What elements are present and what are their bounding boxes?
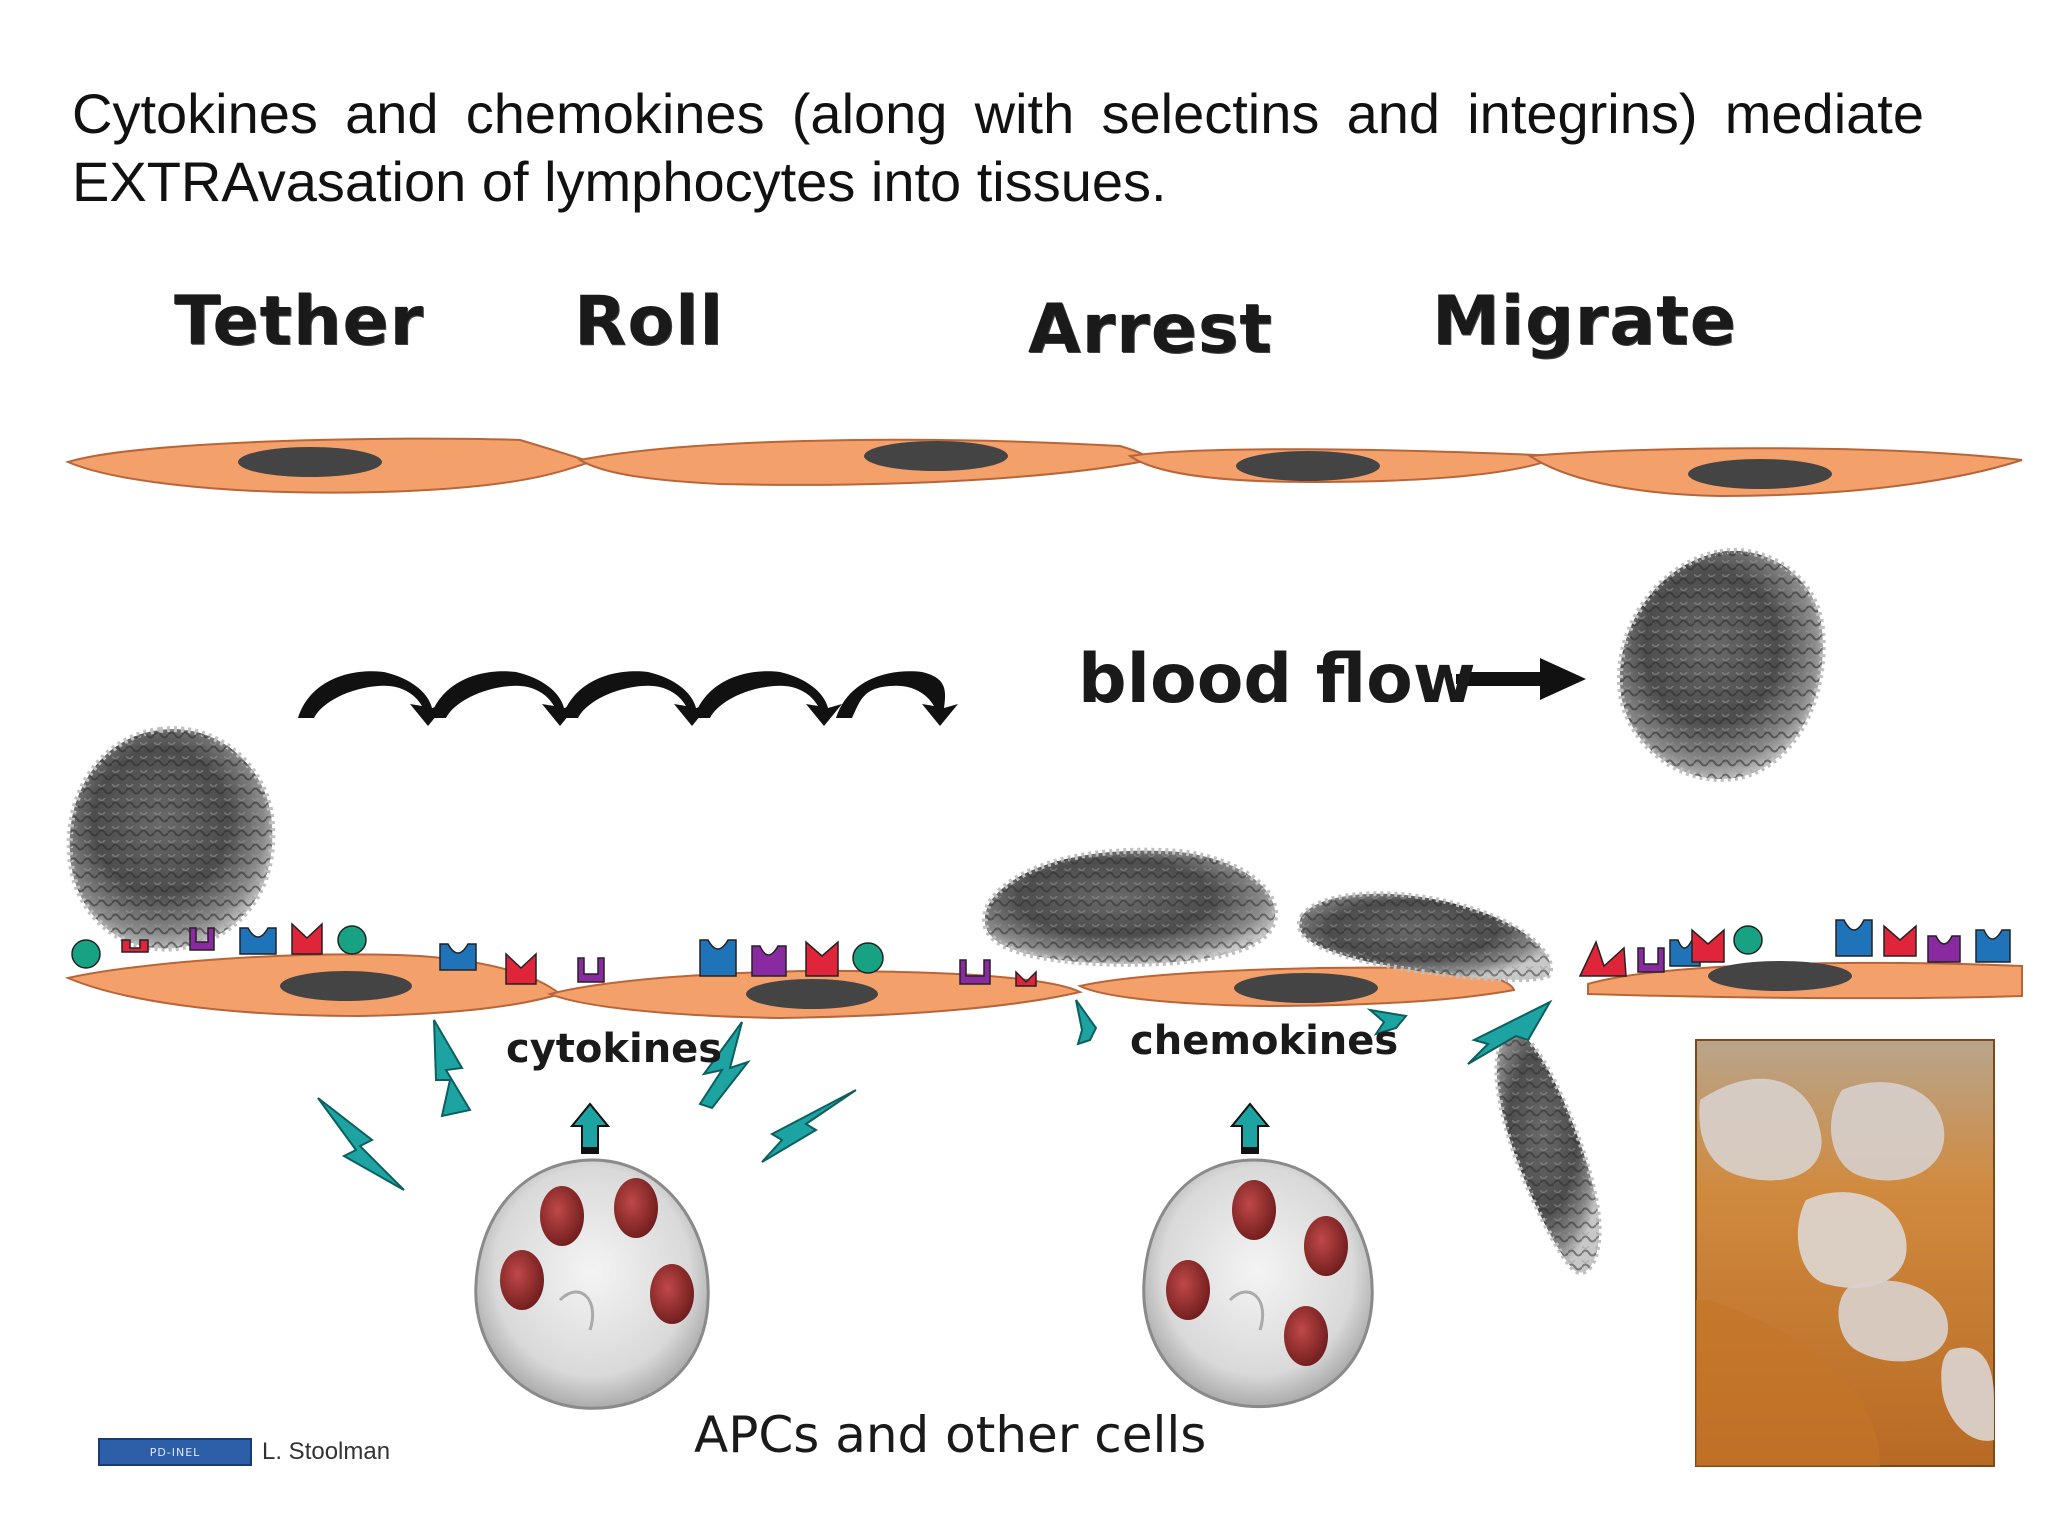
nucleus (238, 447, 382, 477)
micrograph-photo (1695, 1039, 1995, 1467)
nucleus (1236, 451, 1380, 481)
nucleus (864, 441, 1008, 471)
credit-author: L. Stoolman (262, 1438, 391, 1465)
secretion-arrows (569, 1102, 1271, 1154)
nucleus (746, 979, 878, 1009)
lymphocyte-tethering (66, 726, 276, 952)
lymphocyte-floating (1616, 547, 1826, 782)
stage-label-roll: Roll (574, 282, 724, 361)
nucleus (280, 971, 412, 1001)
slide-heading: Cytokines and chemokines (along with sel… (72, 82, 1924, 213)
nucleus (1708, 961, 1852, 991)
lymphocyte-migrating (1494, 1027, 1602, 1275)
top-endothelium (65, 437, 2023, 498)
apc-cell-right (1142, 1158, 1374, 1409)
stage-label-migrate: Migrate (1432, 282, 1737, 361)
apc-label: APCs and other cells (694, 1406, 1207, 1464)
stage-label-tether: Tether (174, 282, 425, 361)
stage-label-arrest: Arrest (1028, 290, 1273, 369)
blood-flow-arrow (1446, 658, 1586, 700)
apc-cell-left (474, 1158, 710, 1410)
surface-receptors (71, 919, 2011, 987)
signal-bolts (317, 999, 1553, 1191)
license-badge-icon: PD-INEL (98, 1438, 252, 1466)
lymphocyte-arresting (981, 847, 1554, 983)
blood-flow-label: blood flow (1078, 640, 1476, 719)
credit: PD-INEL L. Stoolman (98, 1437, 390, 1467)
cytokines-label: cytokines (506, 1026, 723, 1072)
nucleus (1234, 973, 1378, 1003)
rolling-arrows (298, 671, 958, 726)
bottom-endothelium (64, 953, 2023, 1020)
nucleus (1688, 459, 1832, 489)
chemokines-label: chemokines (1130, 1018, 1399, 1064)
